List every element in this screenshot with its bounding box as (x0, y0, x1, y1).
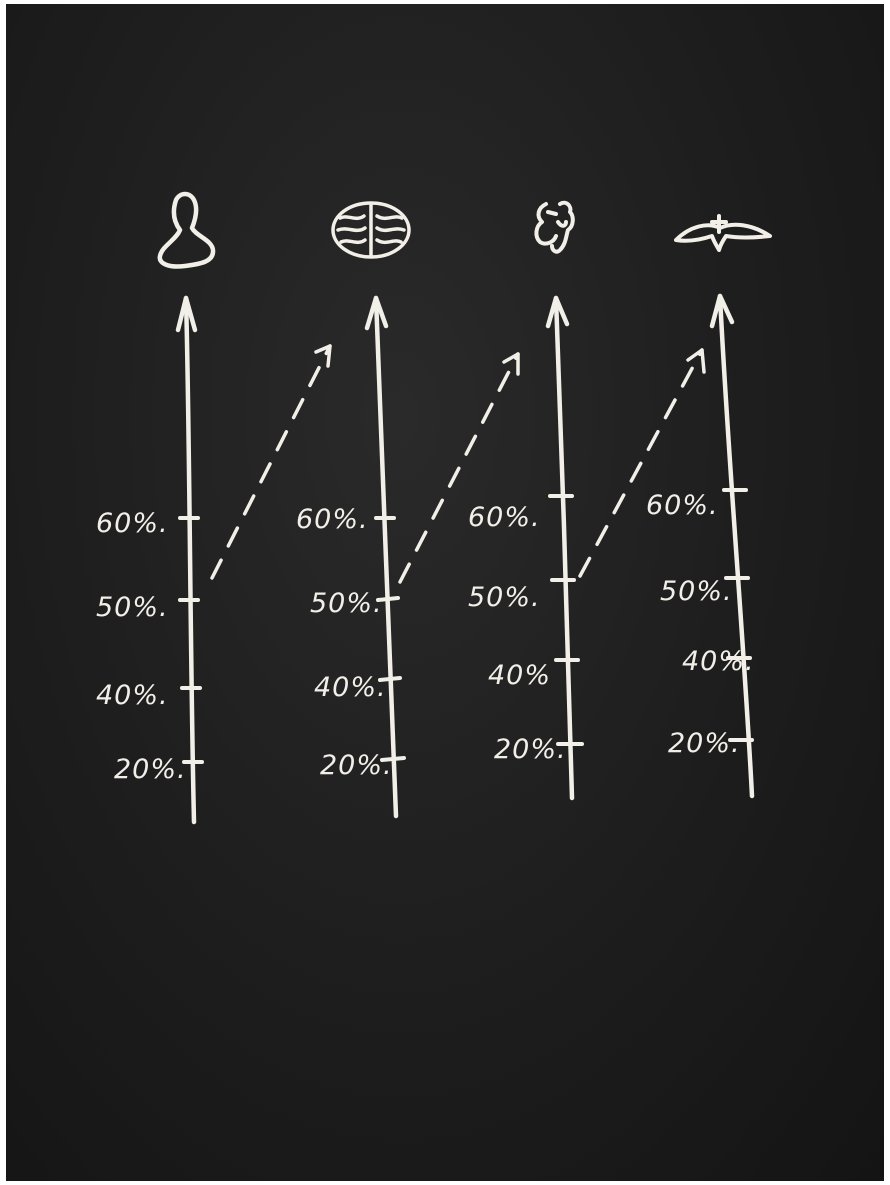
nose-icon (160, 194, 213, 267)
dashed-arrowhead-2 (504, 354, 518, 374)
label-20-col4: 20%. (668, 728, 741, 759)
spread-wings-icon (676, 216, 770, 250)
label-50-col4: 50%. (660, 576, 733, 607)
axis-arrow-1 (178, 298, 195, 822)
label-20-col1: 20%. (114, 754, 187, 785)
dashed-arrow-1-to-2 (212, 346, 330, 578)
axis-arrow-4 (712, 296, 752, 796)
column-4-labels: 60%. 50%. 40%. 20%. (646, 490, 755, 759)
mouth-icon (536, 203, 572, 252)
label-60-col2: 60%. (296, 504, 369, 535)
brain-icon (333, 203, 409, 257)
axis-arrow-3 (548, 298, 572, 798)
column-1-labels: 60%. 50%. 40%. 20%. (96, 508, 187, 785)
label-50-col2: 50%. (310, 588, 383, 619)
axis-arrow-2 (367, 298, 396, 816)
dashed-arrow-2-to-3 (400, 354, 518, 582)
label-20-col3: 20%. (494, 734, 567, 765)
column-2-labels: 60%. 50%. 40%. 20%. (296, 504, 393, 781)
label-50-col1: 50%. (96, 592, 169, 623)
label-40-col2: 40%. (314, 672, 387, 703)
label-40-col4: 40%. (682, 646, 755, 677)
dashed-arrow-3-to-4 (580, 350, 702, 576)
label-40-col3: 40% (488, 660, 551, 691)
label-60-col4: 60%. (646, 490, 719, 521)
label-40-col1: 40%. (96, 680, 169, 711)
tick-marks (180, 490, 752, 762)
label-20-col2: 20%. (320, 750, 393, 781)
label-50-col3: 50%. (468, 582, 541, 613)
label-60-col3: 60%. (468, 502, 541, 533)
label-60-col1: 60%. (96, 508, 169, 539)
column-3-labels: 60%. 50%. 40% 20%. (468, 502, 567, 765)
